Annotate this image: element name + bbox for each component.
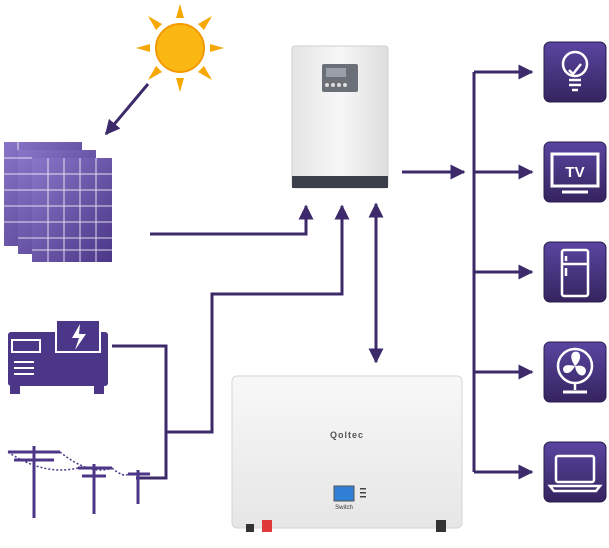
solar-panel-icon [4,142,112,262]
appliance-tile-bulb [543,41,607,103]
sun-icon [136,4,224,92]
appliance-tile-tv: TV [543,141,607,203]
light-bulb-icon [561,50,589,92]
panel-to-inverter-line [150,204,314,236]
inverter-device [291,45,389,189]
tv-icon: TV [550,152,600,194]
power-line-icon [7,446,150,518]
sun-to-panel-arrow [104,83,150,136]
tv-label: TV [565,164,584,181]
grid-to-inverter-line [166,204,350,434]
appliance-tile-fridge [543,241,607,303]
battery-device: Qoltec Switch [231,375,463,532]
battery-brand-logo: Qoltec [330,430,364,440]
laptop-icon [547,454,603,493]
battery-switch-label: Switch [335,505,353,511]
fridge-icon [560,248,590,298]
generator-line [112,344,168,432]
connection-lines [104,64,534,480]
fan-icon [556,347,594,394]
appliance-tile-laptop [543,441,607,503]
grid-line [136,432,168,480]
generator-icon [8,319,108,394]
appliance-tile-fan [543,341,607,403]
